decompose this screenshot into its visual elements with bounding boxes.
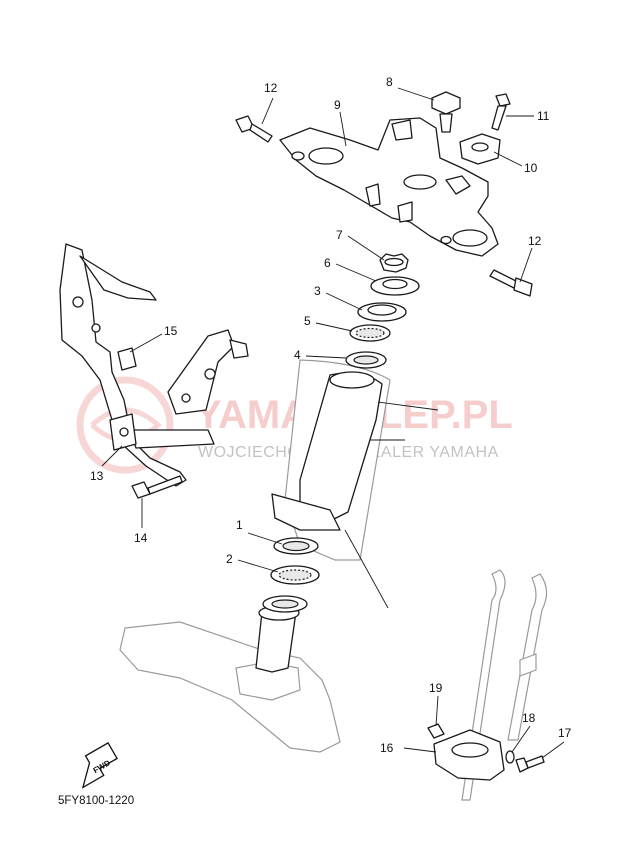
part-14-bolt xyxy=(131,475,183,499)
callout-14[interactable]: 14 xyxy=(134,531,148,545)
callout-8[interactable]: 8 xyxy=(386,75,393,89)
part-4-bearing-race xyxy=(345,351,387,369)
callout-6[interactable]: 6 xyxy=(324,256,331,270)
part-15-grommet xyxy=(117,347,137,371)
callout-3[interactable]: 3 xyxy=(314,284,321,298)
part-6-washer xyxy=(370,276,420,296)
part-12-bolt-left xyxy=(235,115,273,143)
steering-stem xyxy=(255,359,439,673)
callout-12-right[interactable]: 12 xyxy=(528,234,542,248)
callout-11[interactable]: 11 xyxy=(537,109,550,123)
part-1-bearing-race xyxy=(273,537,319,555)
part-8-bolt xyxy=(431,91,461,133)
callout-9[interactable]: 9 xyxy=(334,98,341,112)
watermark-logo xyxy=(76,376,174,474)
callout-5[interactable]: 5 xyxy=(304,314,311,328)
part-11-bolt xyxy=(491,93,511,131)
callout-2[interactable]: 2 xyxy=(226,552,233,566)
callout-16[interactable]: 16 xyxy=(380,741,394,755)
part-7-ring-nut xyxy=(379,253,409,273)
diagram-code: 5FY8100-1220 xyxy=(58,795,134,807)
lower-bracket-outline xyxy=(119,621,341,753)
callouts: 1 2 3 4 5 6 7 8 9 10 11 12 12 13 14 15 1… xyxy=(90,75,572,755)
callout-10[interactable]: 10 xyxy=(524,161,538,175)
callout-18[interactable]: 18 xyxy=(522,711,536,725)
callout-4[interactable]: 4 xyxy=(294,348,301,362)
part-13-bracket xyxy=(59,243,249,487)
callout-1[interactable]: 1 xyxy=(236,518,243,532)
part-17-bolt xyxy=(515,755,545,773)
callout-17[interactable]: 17 xyxy=(558,726,572,740)
lower-dust-seal xyxy=(262,595,308,613)
callout-15[interactable]: 15 xyxy=(164,324,178,338)
part-9-upper-bracket xyxy=(279,117,499,257)
part-10-handlebar-holder xyxy=(459,133,501,165)
part-5-ball-bearing xyxy=(349,324,391,342)
part-3-bearing-cover xyxy=(357,302,407,322)
part-12-bolt-right xyxy=(489,269,533,297)
part-16-clamp xyxy=(433,729,505,781)
fwd-arrow-icon: FWD xyxy=(81,741,118,789)
callout-13[interactable]: 13 xyxy=(90,469,104,483)
part-19-bolt xyxy=(427,723,445,739)
part-2-ball-bearing xyxy=(270,565,320,585)
callout-19[interactable]: 19 xyxy=(429,681,443,695)
callout-12-top[interactable]: 12 xyxy=(264,81,278,95)
leader-lines xyxy=(101,87,565,759)
part-18-washer xyxy=(505,750,515,764)
callout-7[interactable]: 7 xyxy=(336,228,343,242)
